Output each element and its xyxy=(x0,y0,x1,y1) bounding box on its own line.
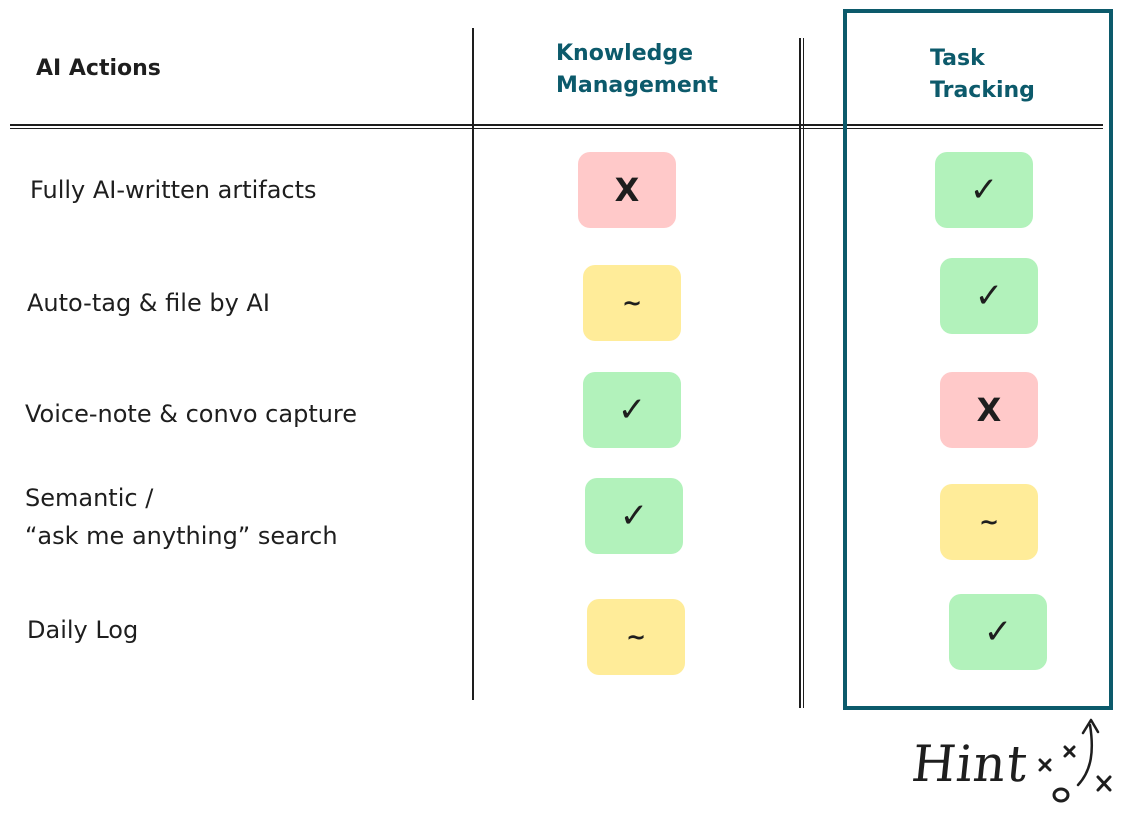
row-label-line: “ask me anything” search xyxy=(25,522,338,550)
cell-task: ✓ xyxy=(935,152,1033,228)
hint-doodle-icon xyxy=(1038,718,1112,803)
task-column-highlight xyxy=(843,9,1113,710)
row-label: Fully AI-written artifacts xyxy=(30,171,317,209)
column-divider-right xyxy=(799,38,801,708)
status-mark: ~ xyxy=(625,623,647,651)
status-mark: ✓ xyxy=(969,170,999,210)
column-header-knowledge: Knowledge Management xyxy=(556,38,718,102)
column-header-knowledge-line1: Knowledge xyxy=(556,41,694,66)
row-label-line: Semantic / xyxy=(25,484,154,512)
column-divider-right-secondary xyxy=(803,38,804,708)
row-label-line: Auto-tag & file by AI xyxy=(27,289,270,317)
status-mark: ✓ xyxy=(974,276,1004,316)
row-label: Voice-note & convo capture xyxy=(25,395,357,433)
cell-task: ✓ xyxy=(940,258,1038,334)
column-header-task-line2: Tracking xyxy=(930,78,1035,103)
row-label-line: Fully AI-written artifacts xyxy=(30,176,317,204)
status-mark: X xyxy=(976,391,1002,429)
column-divider-left xyxy=(472,28,474,700)
row-label: Auto-tag & file by AI xyxy=(27,284,270,322)
row-header-title: AI Actions xyxy=(36,56,161,81)
header-divider-secondary xyxy=(10,128,1103,129)
cell-knowledge: ✓ xyxy=(583,372,681,448)
column-header-knowledge-line2: Management xyxy=(556,73,718,98)
header-divider xyxy=(10,124,1103,126)
cell-knowledge: X xyxy=(578,152,676,228)
status-mark: ✓ xyxy=(619,496,649,536)
cell-task: ✓ xyxy=(949,594,1047,670)
status-mark: ~ xyxy=(978,508,1000,536)
hint-label: Hint xyxy=(908,735,1031,793)
cell-knowledge: ~ xyxy=(583,265,681,341)
cell-knowledge: ✓ xyxy=(585,478,683,554)
status-mark: ~ xyxy=(621,289,643,317)
column-header-task: Task Tracking xyxy=(930,43,1035,107)
status-mark: X xyxy=(614,171,640,209)
cell-task: ~ xyxy=(940,484,1038,560)
cell-knowledge: ~ xyxy=(587,599,685,675)
status-mark: ✓ xyxy=(617,390,647,430)
cell-task: X xyxy=(940,372,1038,448)
column-header-task-line1: Task xyxy=(930,46,985,71)
row-label-line: Voice-note & convo capture xyxy=(25,400,358,428)
status-mark: ✓ xyxy=(983,612,1013,652)
row-label: Daily Log xyxy=(27,611,138,649)
row-label: Semantic / “ask me anything” search xyxy=(25,479,338,555)
row-label-line: Daily Log xyxy=(27,616,139,644)
